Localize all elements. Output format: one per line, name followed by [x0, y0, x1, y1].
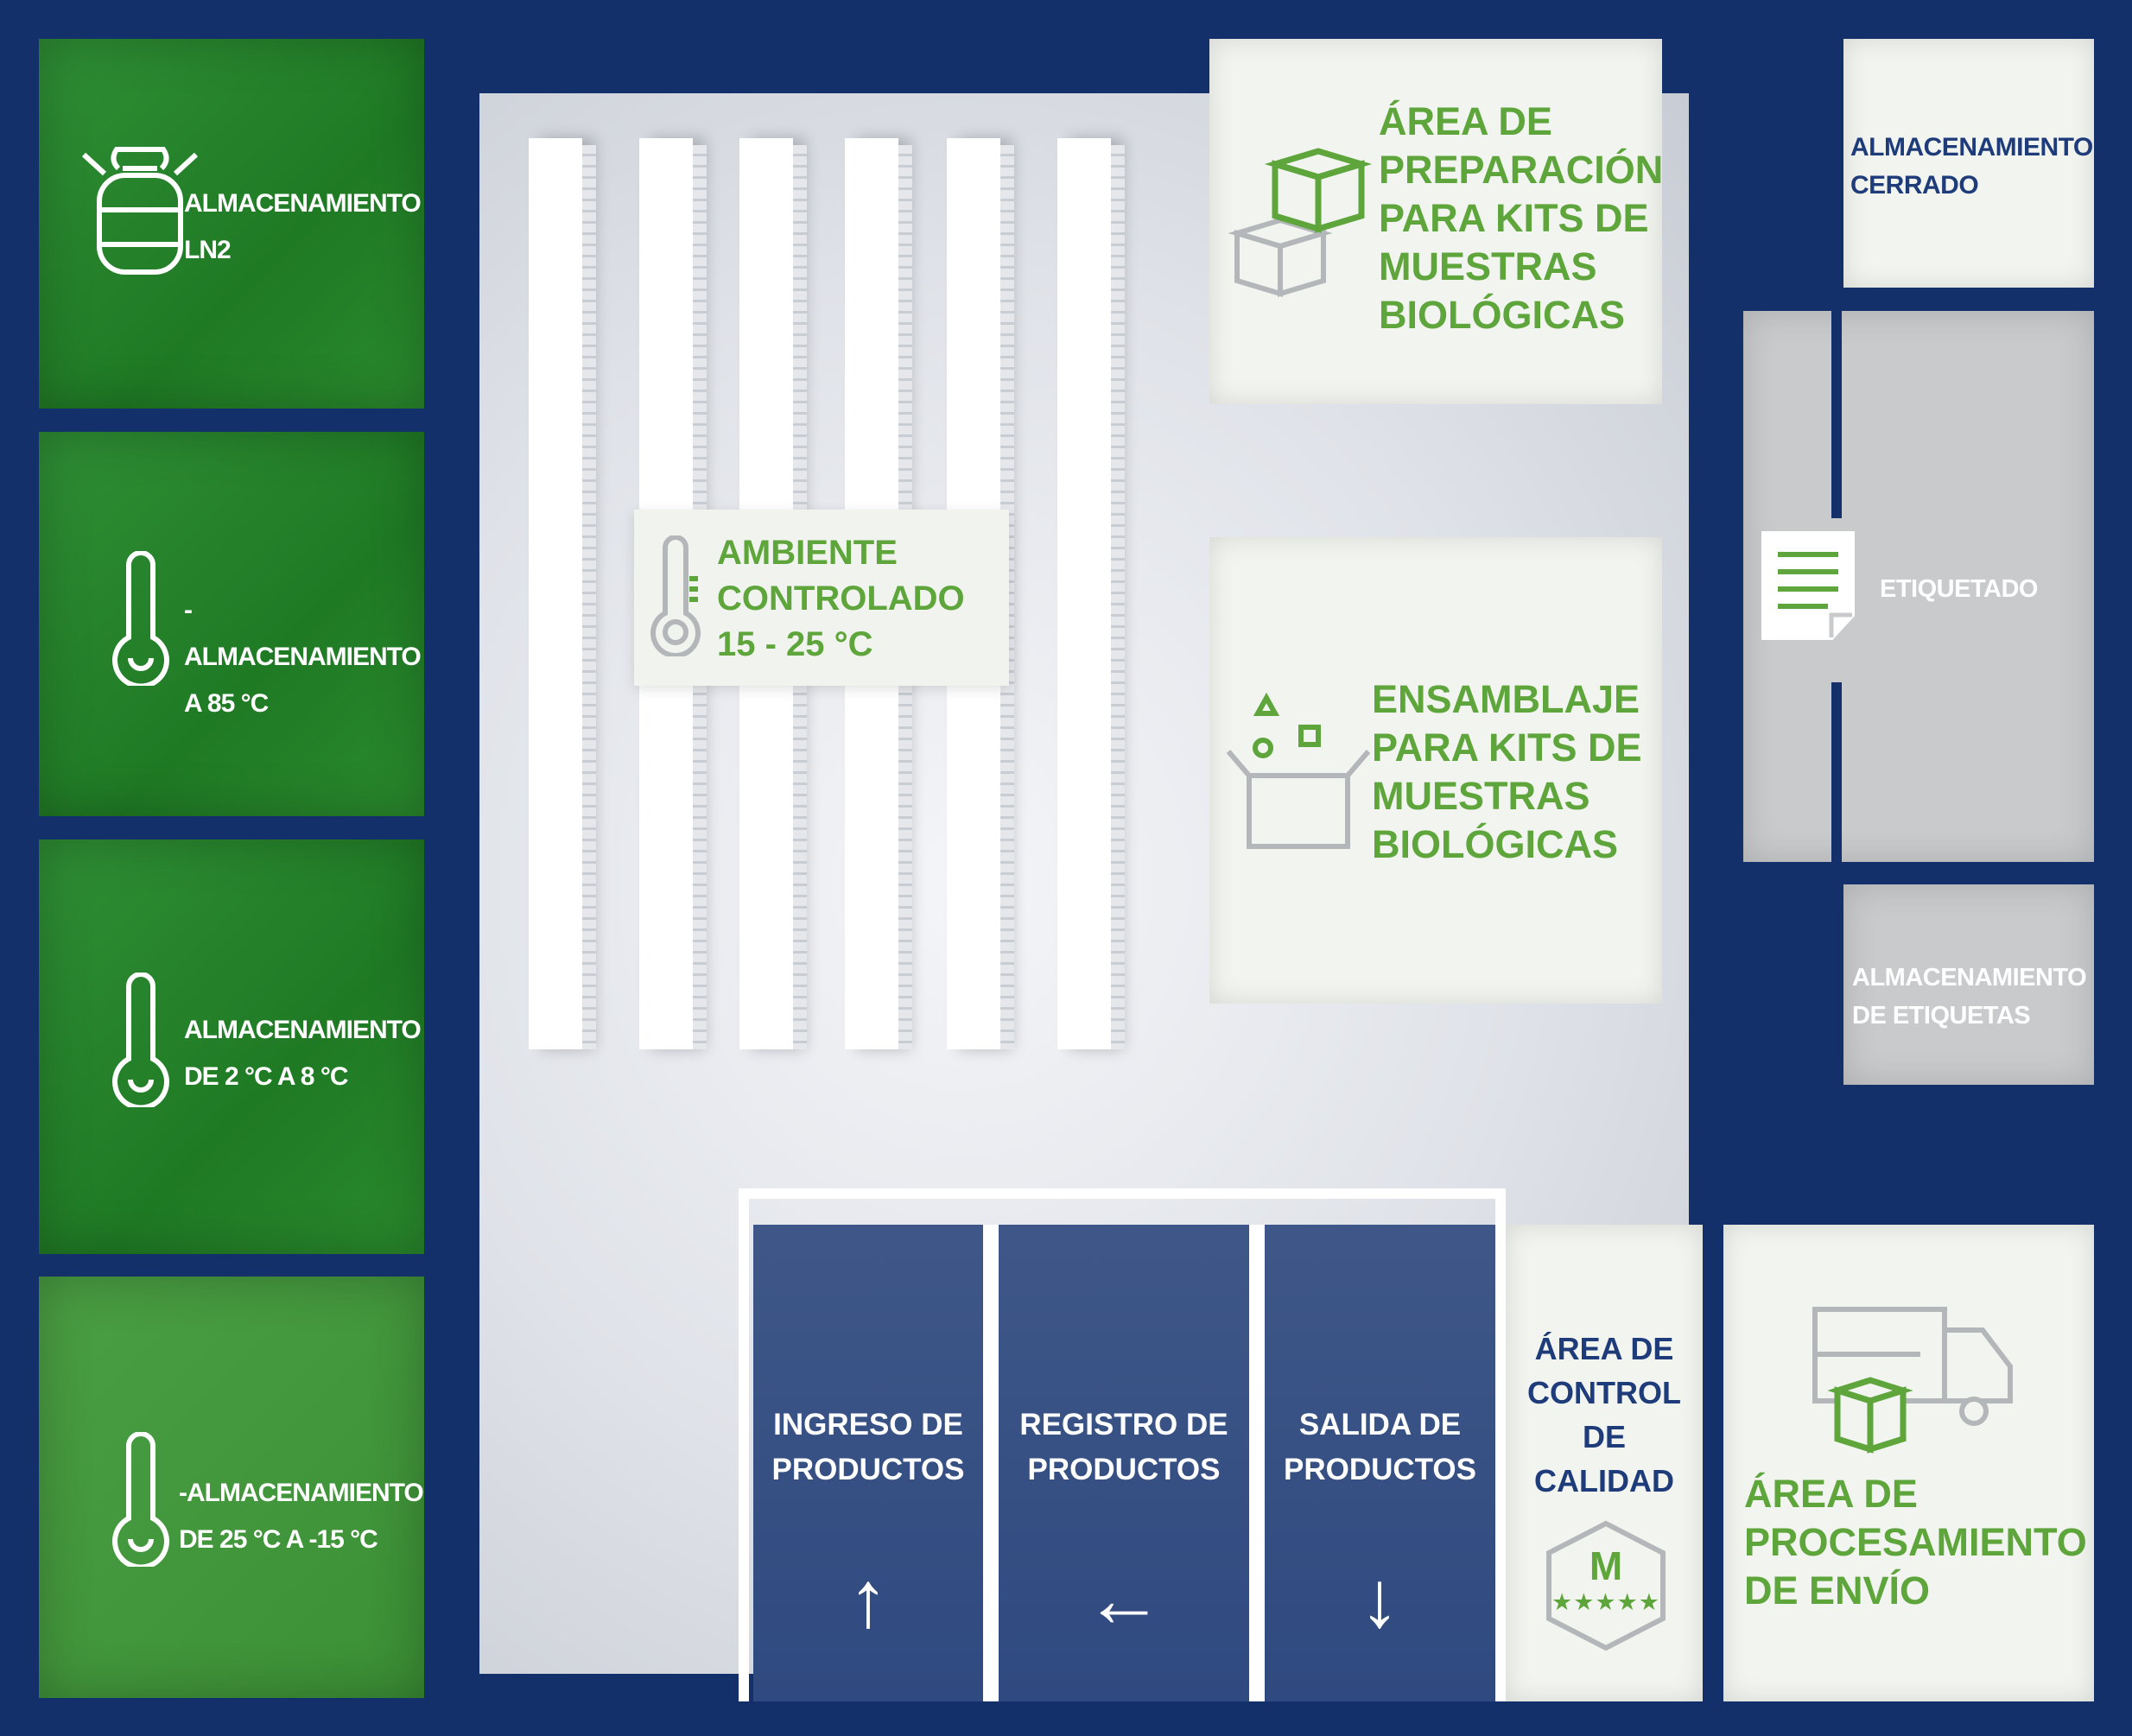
kit-assembly-label: ENSAMBLAJE PARA KITS DE MUESTRAS BIOLÓGI… [1372, 677, 1642, 866]
storage-rack [1057, 138, 1125, 1049]
closed-storage-label: ALMACENAMIENTO CERRADO [1850, 133, 2093, 200]
kit-preparation-label: ÁREA DE PREPARACIÓN PARA KITS DE MUESTRA… [1379, 99, 1664, 337]
room-product-intake[interactable]: INGRESO DE PRODUCTOS ↑ [753, 1225, 983, 1701]
product-registration-label: REGISTRO DE PRODUCTOS [1019, 1408, 1228, 1486]
controlled-environment-label: AMBIENTE CONTROLADO 15 - 25 °C [717, 534, 965, 663]
arrow-left-icon: ← [1084, 1555, 1164, 1644]
labeling-label: ETIQUETADO [1880, 575, 2038, 603]
labeling-partition [1831, 311, 1842, 518]
room-product-exit[interactable]: SALIDA DE PRODUCTOS ↓ [1265, 1225, 1495, 1701]
document-icon [1761, 531, 1855, 640]
thermometer-icon [112, 1432, 169, 1567]
labeling-partition [1831, 682, 1842, 1088]
dock-frame [739, 1188, 1506, 1701]
product-exit-label: SALIDA DE PRODUCTOS [1284, 1408, 1476, 1486]
stacked-boxes-icon [1228, 148, 1373, 298]
shipping-processing-label: ÁREA DE PROCESAMIENTO DE ENVÍO [1744, 1472, 2087, 1612]
product-intake-label: INGRESO DE PRODUCTOS [771, 1408, 965, 1486]
controlled-environment-panel: AMBIENTE CONTROLADO 15 - 25 °C [634, 510, 1009, 686]
room-minus85-storage[interactable]: -ALMACENAMIENTO A 85 °C [39, 432, 424, 816]
quality-control-label: ÁREA DE CONTROL DE CALIDAD [1527, 1331, 1681, 1498]
label-storage-label: ALMACENAMIENTO DE ETIQUETAS [1852, 964, 2087, 1030]
thermometer-icon [112, 551, 169, 686]
storage-rack [529, 138, 596, 1049]
open-box-shapes-icon [1226, 692, 1371, 849]
ln2-tank-icon [81, 147, 199, 275]
arrow-down-icon: ↓ [1360, 1555, 1399, 1644]
quality-badge-letter: M [1589, 1543, 1623, 1588]
room-labeling[interactable]: ETIQUETADO [1743, 311, 2094, 862]
minus25-storage-label: -ALMACENAMIENTO DE 25 °C A -15 °C [179, 1479, 424, 1554]
dock-divider [1249, 1225, 1265, 1701]
room-product-registration[interactable]: REGISTRO DE PRODUCTOS ← [999, 1225, 1249, 1701]
thermometer-icon [650, 535, 701, 656]
room-minus25-storage[interactable]: -ALMACENAMIENTO DE 25 °C A -15 °C [39, 1277, 424, 1698]
room-closed-storage[interactable]: ALMACENAMIENTO CERRADO [1843, 39, 2094, 288]
2to8-storage-label: ALMACENAMIENTO DE 2 °C A 8 °C [184, 1016, 422, 1091]
quality-badge-stars: ★★★★★ [1551, 1589, 1661, 1615]
delivery-truck-icon [1812, 1307, 2013, 1454]
room-ln2-storage[interactable]: ALMACENAMIENTO LN2 [39, 39, 424, 409]
room-2to8-storage[interactable]: ALMACENAMIENTO DE 2 °C A 8 °C [39, 839, 424, 1254]
dock-divider [983, 1225, 999, 1701]
room-kit-preparation[interactable]: ÁREA DE PREPARACIÓN PARA KITS DE MUESTRA… [1209, 39, 1664, 404]
thermometer-icon [112, 973, 169, 1107]
room-shipping-processing[interactable]: ÁREA DE PROCESAMIENTO DE ENVÍO [1723, 1225, 2094, 1701]
ln2-storage-label: ALMACENAMIENTO LN2 [184, 189, 422, 264]
quality-badge-icon [1546, 1520, 1666, 1651]
room-quality-control[interactable]: ÁREA DE CONTROL DE CALIDAD M ★★★★★ [1506, 1225, 1703, 1701]
room-label-storage[interactable]: ALMACENAMIENTO DE ETIQUETAS [1843, 884, 2094, 1085]
arrow-up-icon: ↑ [848, 1555, 888, 1644]
minus85-storage-label: -ALMACENAMIENTO A 85 °C [184, 596, 422, 718]
room-kit-assembly[interactable]: ENSAMBLAJE PARA KITS DE MUESTRAS BIOLÓGI… [1209, 537, 1662, 1004]
